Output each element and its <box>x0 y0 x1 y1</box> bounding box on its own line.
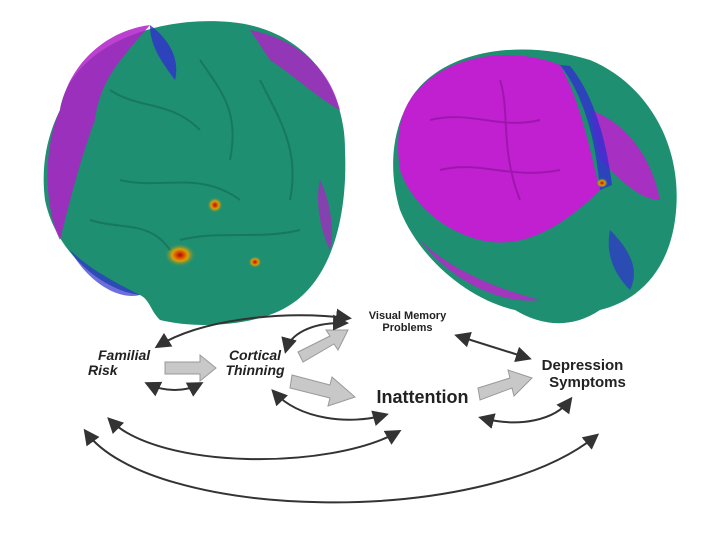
node-line: Risk <box>88 362 118 379</box>
link-familial-depression <box>83 428 600 504</box>
node-line: Familial <box>98 347 151 363</box>
arrow-inattention-to-depression <box>477 369 533 401</box>
node-cortical-thinning: Cortical Thinning <box>215 347 295 379</box>
arrow-cortical-to-inattention <box>289 374 356 407</box>
link-familial-inattention <box>107 417 402 461</box>
node-line: Depression <box>541 357 624 374</box>
node-inattention: Inattention <box>376 387 469 407</box>
link-familial-cortical <box>144 381 204 397</box>
brain-medial-view <box>393 49 677 324</box>
brain-lateral-view <box>43 21 346 326</box>
node-line: Thinning <box>225 362 285 379</box>
arrow-cortical-to-visual <box>297 329 349 363</box>
link-cortical-visual <box>281 314 349 354</box>
node-line: Problems <box>382 322 433 335</box>
node-depression-symptoms: Depression Symptoms <box>525 357 640 391</box>
node-visual-memory-problems: Visual Memory Problems <box>345 310 470 334</box>
link-inattention-depression <box>478 396 573 429</box>
arrow-familial-to-cortical <box>164 353 217 383</box>
link-visual-depression <box>454 331 532 363</box>
node-line: Visual Memory <box>368 310 447 322</box>
node-line: Symptoms <box>549 373 626 391</box>
node-line: Cortical <box>228 347 282 363</box>
node-familial-risk: Familial Risk <box>88 347 168 379</box>
